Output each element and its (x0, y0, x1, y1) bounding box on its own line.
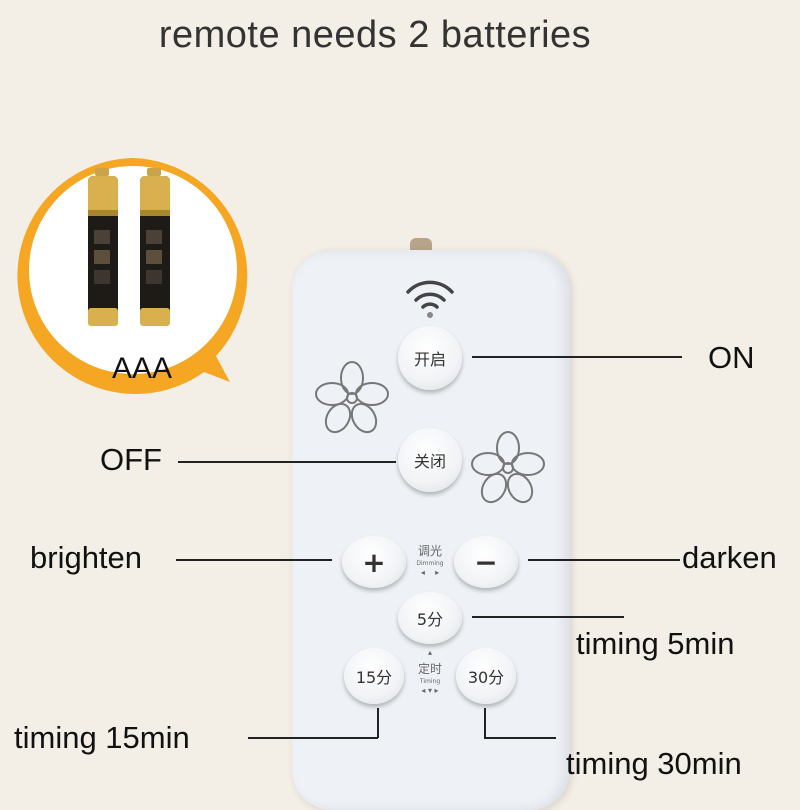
timer-5min-button[interactable]: 5分 (398, 592, 462, 644)
dimming-arrows-icon: ◂ ▸ (420, 568, 440, 577)
off-button[interactable]: 关闭 (398, 428, 462, 492)
infrared-signal-icon (406, 280, 454, 318)
timing-30-callout-label: timing 30min (566, 746, 742, 781)
flower-decoration-icon (315, 361, 389, 434)
off-callout-line (178, 461, 396, 463)
timing-15-callout-line-vertical (377, 708, 379, 738)
timing-5-callout-label: timing 5min (576, 626, 735, 661)
timing-sublabel: Timing (419, 678, 441, 685)
battery-icon-2 (140, 168, 170, 326)
battery-icon-1 (88, 168, 118, 326)
dimming-sublabel: Dimming (416, 560, 444, 567)
timing-arrows-icon: ◂ ▾ ▸ (421, 686, 439, 695)
timing-label: 定时 (417, 662, 442, 676)
timing-15-callout-label: timing 15min (14, 720, 190, 755)
darken-callout-line (528, 559, 680, 561)
on-callout-label: ON (708, 340, 755, 375)
off-callout-label: OFF (100, 442, 162, 477)
timing-30-callout-line (484, 737, 556, 739)
brighten-button[interactable]: + (342, 536, 406, 588)
battery-illustration (17, 158, 248, 394)
timer-15min-button[interactable]: 15分 (344, 648, 404, 704)
brighten-callout-label: brighten (30, 540, 143, 575)
on-callout-line (472, 356, 682, 358)
darken-button[interactable]: − (454, 536, 518, 588)
brighten-callout-line (176, 559, 332, 561)
dimming-label: 调光 (417, 544, 442, 558)
on-button[interactable]: 开启 (398, 326, 462, 390)
timing-up-arrow-icon: ▴ (427, 648, 432, 657)
remote-control: 开启 关闭 + − 调光 Dimming ◂ ▸ 5分 15分 30分 ▴ 定时… (292, 250, 570, 810)
page-title: remote needs 2 batteries (158, 14, 592, 56)
timing-30-callout-line-vertical (484, 708, 486, 738)
battery-badge (8, 150, 258, 410)
timing-5-callout-line (472, 616, 624, 618)
timer-30min-button[interactable]: 30分 (456, 648, 516, 704)
darken-callout-label: darken (682, 540, 777, 575)
remote-lanyard-hole (410, 238, 432, 252)
flower-decoration-icon (471, 431, 545, 504)
battery-type-label: AAA (111, 352, 173, 385)
timing-15-callout-line (248, 737, 378, 739)
